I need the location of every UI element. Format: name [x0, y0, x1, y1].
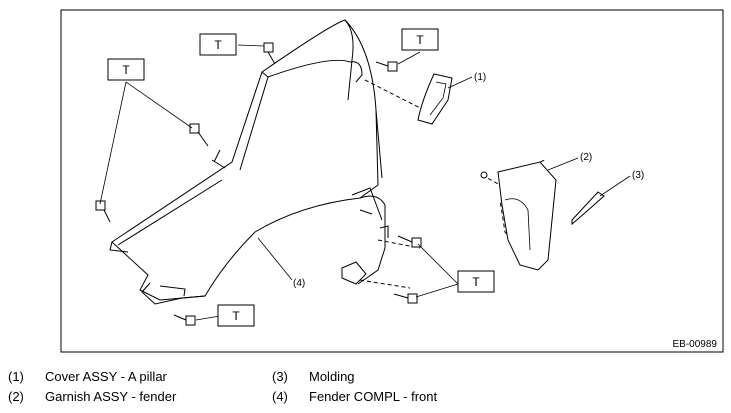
- bolt-icon: [393, 293, 418, 304]
- torque-label: T: [232, 309, 240, 323]
- legend-text-4: Fender COMPL - front: [309, 389, 438, 404]
- bolt-icons: [95, 42, 488, 326]
- garnish-fender-inner: [504, 198, 531, 251]
- callout-3: (3): [632, 170, 644, 181]
- cover-a-pillar-inner: [429, 81, 447, 116]
- torque-label: T: [416, 33, 424, 47]
- legend-text-3: Molding: [309, 369, 355, 384]
- callout-1: (1): [474, 72, 486, 83]
- clip-icon: [480, 171, 488, 179]
- torque-label: T: [214, 38, 222, 52]
- legend-num-3: (3): [272, 369, 288, 384]
- torque-box: [199, 33, 237, 56]
- bolt-icon: [375, 61, 398, 72]
- bolt-icon: [173, 314, 196, 326]
- torque-boxes: T T T T T: [107, 28, 495, 327]
- torque-box: [107, 58, 145, 81]
- leader-lines: [99, 44, 631, 321]
- bolt-icon: [189, 123, 209, 147]
- legend-num-1: (1): [8, 369, 24, 384]
- bolt-icon: [263, 42, 276, 65]
- legend-text-2: Garnish ASSY - fender: [45, 389, 177, 404]
- diagram-frame: [60, 9, 724, 353]
- molding-part: [571, 191, 605, 226]
- garnish-fender-part: [497, 161, 557, 271]
- torque-box: [217, 304, 255, 327]
- cover-a-pillar-part: [417, 73, 453, 125]
- bolt-icon: [95, 200, 111, 223]
- torque-label: T: [122, 63, 130, 77]
- legend-text-1: Cover ASSY - A pillar: [45, 369, 167, 384]
- callout-4: (4): [293, 278, 305, 289]
- callout-2: (2): [580, 152, 592, 163]
- fender-part: [109, 19, 389, 305]
- legend-num-2: (2): [8, 389, 24, 404]
- torque-box: [401, 28, 439, 51]
- torque-label: T: [472, 275, 480, 289]
- bolt-icon: [397, 235, 422, 248]
- figure-id: EB-00989: [673, 339, 718, 350]
- torque-box: [457, 270, 495, 293]
- legend-num-4: (4): [272, 389, 288, 404]
